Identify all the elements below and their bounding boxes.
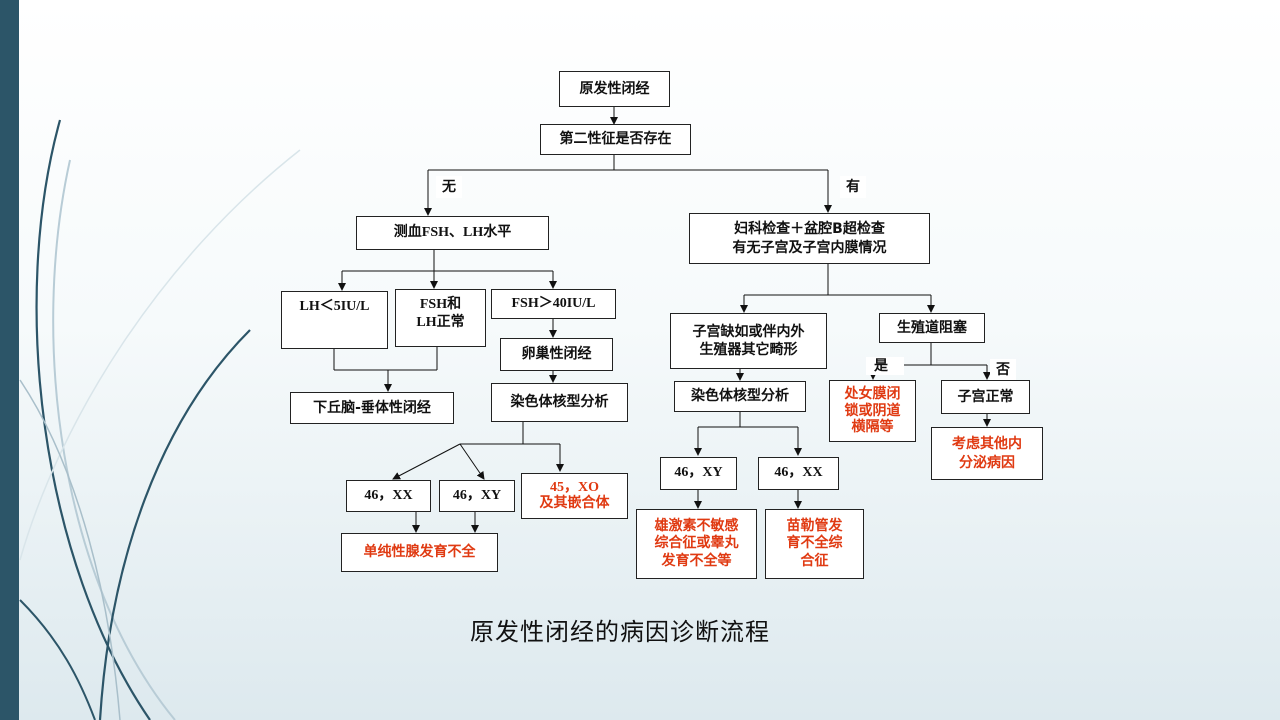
decorative-swooshes [19, 119, 301, 720]
branch-label-yes: 是 [866, 357, 904, 375]
node-uterus-normal: 子宫正常 [941, 380, 1030, 414]
branch-label-absent: 无 [436, 176, 462, 198]
node-fsh-high: FSH＞40IU/L [491, 289, 616, 319]
node-hypothalamic-pituitary: 下丘脑-垂体性闭经 [290, 392, 454, 424]
node-lh-low: LH＜5IU/L [281, 291, 388, 349]
node-45xo-mosaic: 45，XO 及其嵌合体 [521, 473, 628, 519]
branch-label-present: 有 [840, 176, 866, 198]
node-androgen-insensitivity: 雄激素不敏感 综合征或睾丸 发育不全等 [636, 509, 757, 579]
node-other-endocrine: 考虑其他内 分泌病因 [931, 427, 1043, 480]
node-secondary-sex-characteristics: 第二性征是否存在 [540, 124, 691, 155]
node-ovarian-amenorrhea: 卵巢性闭经 [500, 338, 613, 371]
node-karyotype-left: 染色体核型分析 [491, 383, 628, 422]
node-mullerian-agenesis: 苗勒管发 育不全综 合征 [765, 509, 864, 579]
left-accent-bar [0, 0, 19, 720]
node-genital-tract-obstruction: 生殖道阻塞 [879, 313, 985, 343]
node-46xy-left: 46，XY [439, 480, 515, 512]
node-fsh-lh-normal: FSH和 LH正常 [395, 289, 486, 347]
node-46xy-right: 46，XY [660, 457, 737, 490]
node-gynecologic-exam: 妇科检查＋盆腔B超检查 有无子宫及子宫内膜情况 [689, 213, 930, 264]
node-primary-amenorrhea: 原发性闭经 [559, 71, 670, 107]
node-imperforate-hymen: 处女膜闭 锁或阴道 横隔等 [829, 380, 916, 442]
node-measure-fsh-lh: 测血FSH、LH水平 [356, 216, 549, 250]
node-46xx-left: 46，XX [346, 480, 431, 512]
node-46xx-right: 46，XX [758, 457, 839, 490]
node-karyotype-right: 染色体核型分析 [674, 381, 806, 412]
node-gonadal-dysgenesis: 单纯性腺发育不全 [341, 533, 498, 572]
slide-caption: 原发性闭经的病因诊断流程 [470, 618, 770, 646]
branch-label-no: 否 [990, 359, 1016, 381]
node-uterus-absent: 子宫缺如或伴内外 生殖器其它畸形 [670, 313, 827, 369]
